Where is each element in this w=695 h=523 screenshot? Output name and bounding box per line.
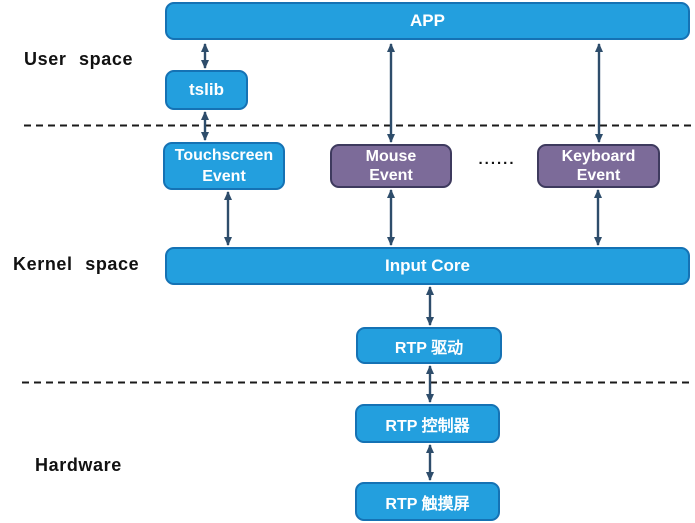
node-keyboard-event-label-line1: Keyboard: [561, 148, 636, 165]
label-user-space: User space: [24, 49, 134, 69]
node-rtp-controller-label: RTP 控制器: [385, 417, 470, 435]
node-mouse-event-label-line2: Event: [369, 167, 413, 184]
node-app-label: APP: [410, 11, 445, 30]
label-kernel-space: Kernel space: [13, 254, 140, 274]
node-mouse-event-label-line1: Mouse: [365, 148, 417, 165]
node-touchscreen-event-label-line1: Touchscreen: [174, 147, 274, 164]
node-rtp-driver: RTP 驱动: [356, 327, 502, 364]
node-tslib-label: tslib: [189, 80, 224, 99]
node-input-core-label: Input Core: [385, 256, 470, 275]
node-input-core: Input Core: [165, 247, 690, 285]
node-rtp-driver-label: RTP 驱动: [394, 339, 464, 357]
node-keyboard-event-label-line2: Event: [576, 167, 621, 184]
node-app: APP: [165, 2, 690, 40]
node-tslib: tslib: [165, 70, 248, 110]
node-mouse-event: Mouse Event: [330, 144, 452, 188]
node-rtp-controller: RTP 控制器: [355, 404, 500, 443]
node-rtp-touchscreen-label: RTP 触摸屏: [385, 495, 470, 513]
node-touchscreen-event: Touchscreen Event: [163, 142, 285, 190]
node-touchscreen-event-label-line2: Event: [202, 168, 246, 185]
label-hardware: Hardware: [35, 455, 122, 475]
ellipsis-more-events: ......: [478, 151, 516, 168]
node-keyboard-event: Keyboard Event: [537, 144, 660, 188]
node-rtp-touchscreen: RTP 触摸屏: [355, 482, 500, 521]
